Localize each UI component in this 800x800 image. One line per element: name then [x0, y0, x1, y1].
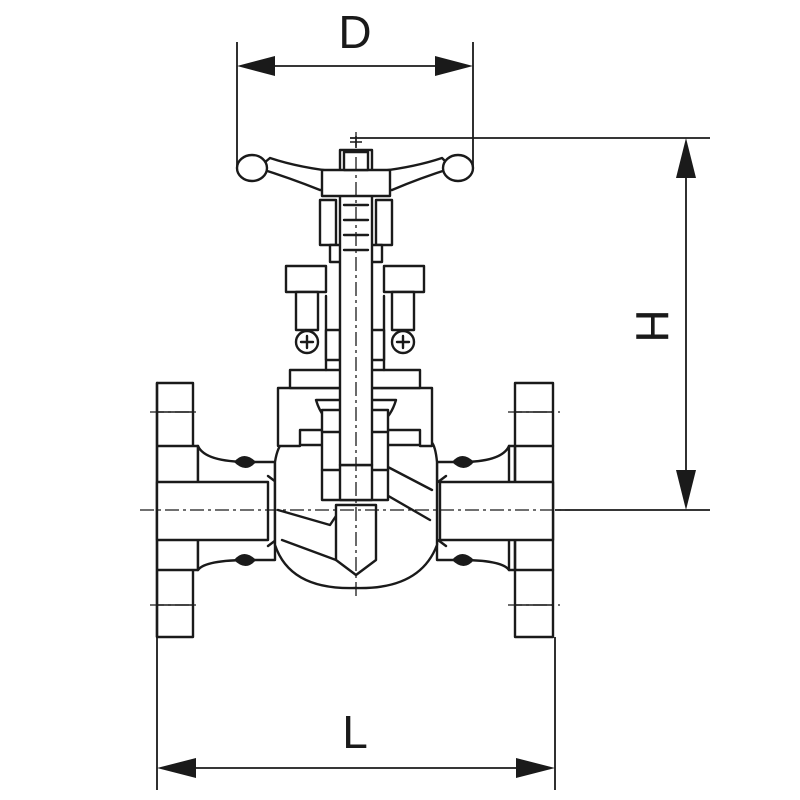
handwheel-rim-right: [441, 153, 475, 183]
dimension-l-label: L: [342, 706, 368, 758]
handwheel: [235, 136, 475, 198]
dimension-h-label: H: [626, 309, 678, 342]
dimension-d-label: D: [338, 6, 371, 58]
weld-bead: [452, 554, 474, 566]
weld-bead: [452, 456, 474, 468]
handwheel-rim-left: [235, 153, 269, 183]
dimension-d: D: [236, 6, 474, 168]
dimension-l: L: [156, 637, 556, 790]
center-lines: [140, 132, 570, 606]
dimension-h: H: [350, 137, 710, 511]
valve-body: [155, 381, 555, 639]
weld-bead: [234, 456, 256, 468]
weld-bead: [234, 554, 256, 566]
